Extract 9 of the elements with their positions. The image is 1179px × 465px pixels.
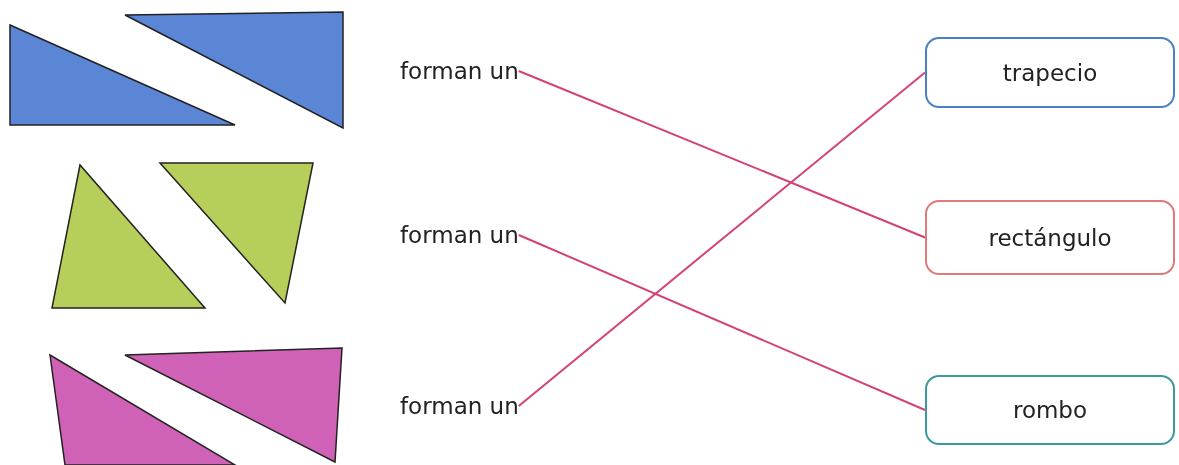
prompt-text: forman un <box>400 393 519 419</box>
answer-box: rectángulo <box>925 200 1175 275</box>
matching-line <box>517 234 926 411</box>
prompt-text: forman un <box>400 58 519 84</box>
answer-box: rombo <box>925 375 1175 445</box>
answer-box: trapecio <box>925 37 1175 108</box>
prompt-text: forman un <box>400 222 519 248</box>
matching-line <box>517 70 926 239</box>
matching-line <box>517 71 926 407</box>
